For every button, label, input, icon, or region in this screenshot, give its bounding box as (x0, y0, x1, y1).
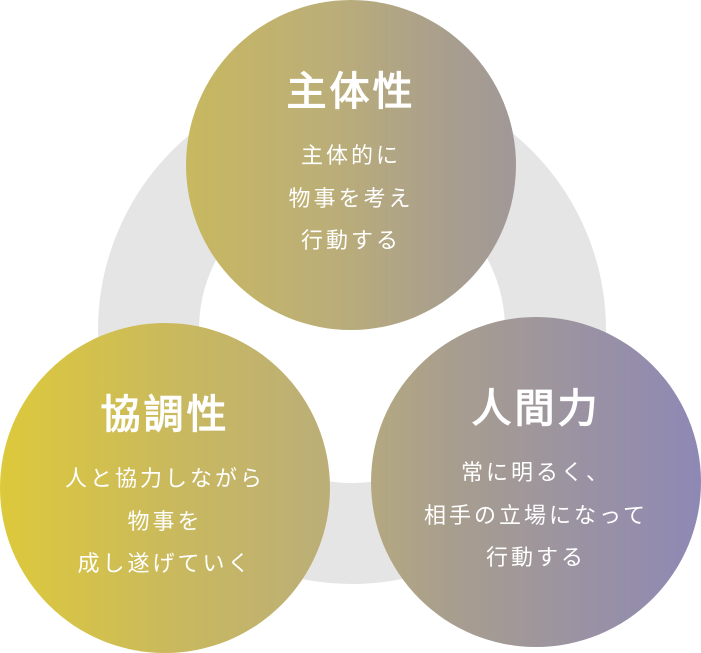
description-line: 常に明るく、 (460, 461, 611, 486)
description-line: 行動する (300, 229, 401, 254)
description-line: 物事を考え (288, 186, 414, 212)
circle-description: 主体的に 物事を考え 行動する (186, 136, 516, 264)
description-line: 人と協力しながら (64, 467, 265, 492)
description-line: 成し遂げていく (77, 552, 253, 577)
circle-shutaisei: 主体性 主体的に 物事を考え 行動する (186, 0, 516, 330)
circle-title: 主体性 (286, 69, 416, 115)
circle-title: 人間力 (471, 386, 601, 432)
description-line: 行動する (485, 546, 586, 571)
circle-ningenryoku: 人間力 常に明るく、 相手の立場になって 行動する (371, 317, 701, 647)
description-line: 物事を (127, 509, 203, 535)
circle-title: 協調性 (100, 392, 230, 438)
circle-description: 人と協力しながら 物事を 成し遂げていく (0, 459, 330, 587)
circle-description: 常に明るく、 相手の立場になって 行動する (371, 453, 701, 581)
circle-kyouchousei: 協調性 人と協力しながら 物事を 成し遂げていく (0, 323, 330, 653)
description-line: 主体的に (300, 144, 401, 169)
description-line: 相手の立場になって (424, 503, 648, 529)
